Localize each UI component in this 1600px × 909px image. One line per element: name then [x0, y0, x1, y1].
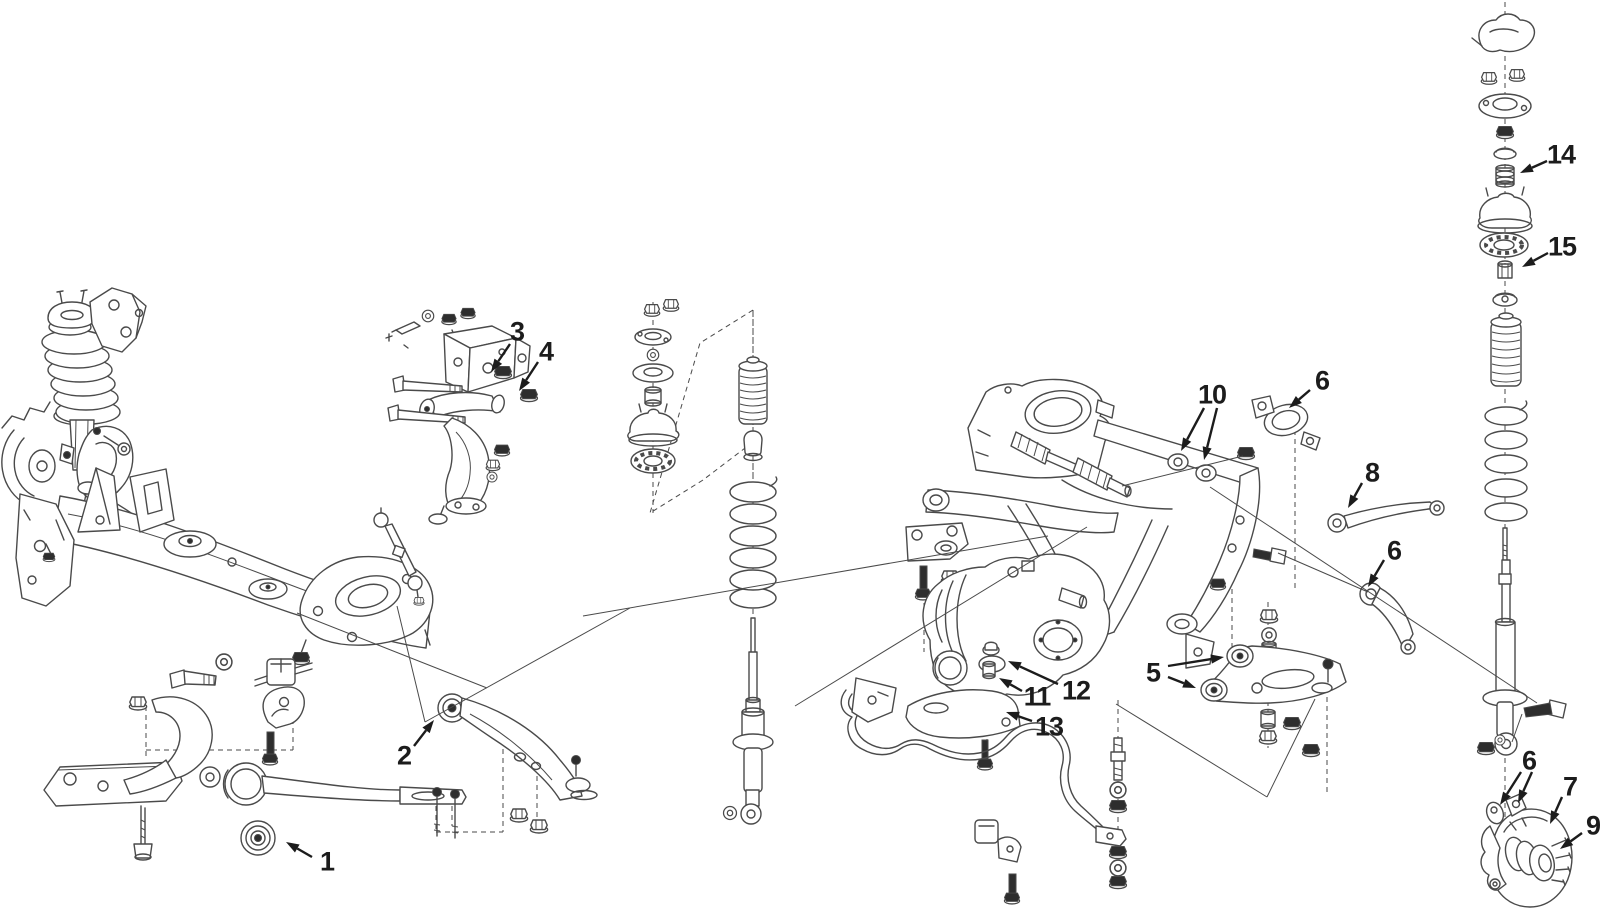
front-subframe — [15, 467, 434, 657]
rear-subframe — [905, 378, 1287, 669]
front-strut-assembly — [1, 287, 147, 525]
anchor-plate-arm — [43, 696, 221, 861]
leader-lines — [296, 455, 1538, 798]
stabilizer-connecting-link — [373, 507, 425, 606]
transverse-link — [437, 693, 598, 834]
rear-links — [1251, 395, 1445, 655]
front-stabilizer-hardware — [169, 651, 313, 766]
rear-lower-arm — [1200, 609, 1347, 758]
front-strut-exploded — [627, 298, 778, 825]
rear-shock-exploded — [1471, 13, 1567, 756]
upper-link-bracket-assembly — [385, 307, 539, 525]
tension-rod-assembly — [222, 762, 467, 856]
rear-knuckle-hub — [1480, 793, 1573, 908]
rear-stabilizer-bar — [840, 677, 1128, 905]
